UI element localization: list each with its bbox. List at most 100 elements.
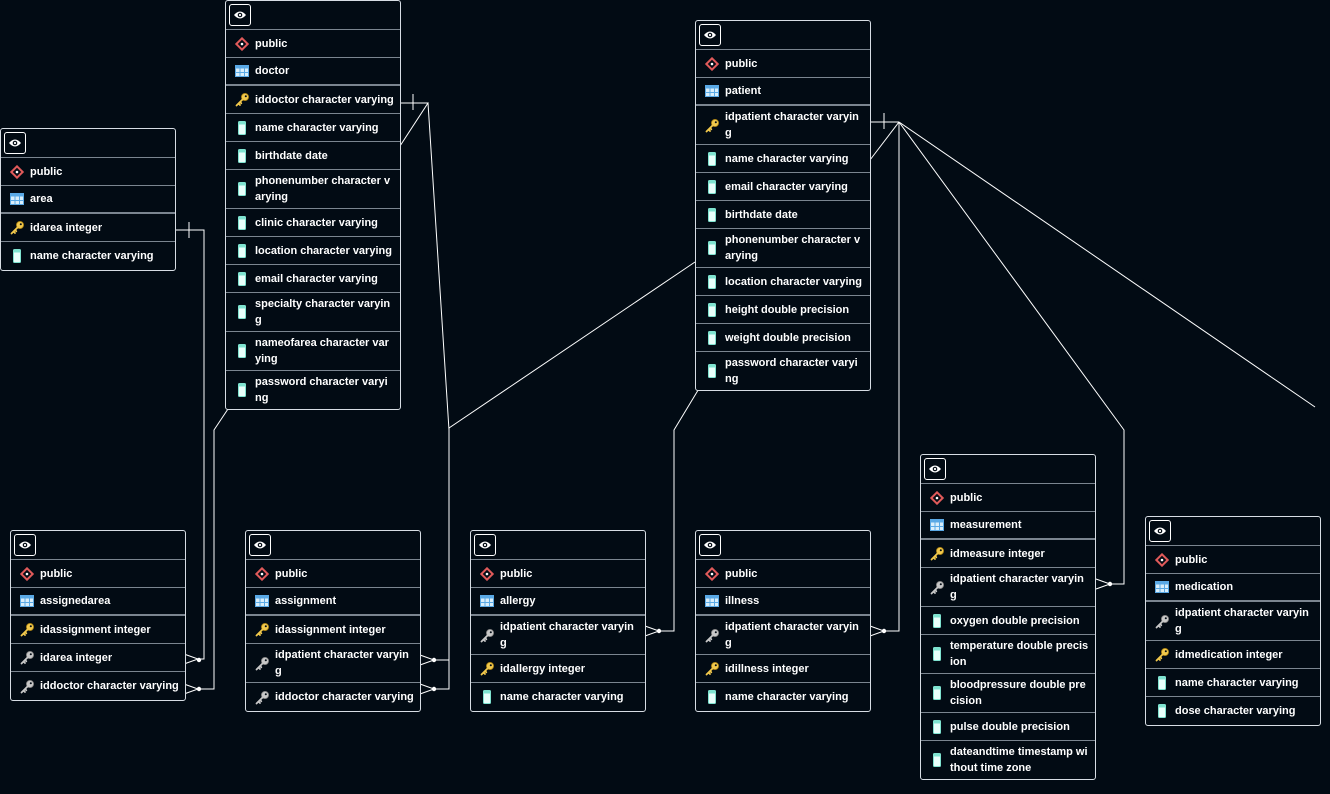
schema-name-row[interactable]: public	[246, 560, 420, 588]
column-row[interactable]: idarea integer	[1, 214, 175, 242]
column-row[interactable]: weight double precision	[696, 324, 870, 352]
eye-icon[interactable]	[249, 534, 271, 556]
column-row[interactable]: password character varying	[226, 371, 400, 409]
table-header	[11, 531, 185, 560]
table-name-row[interactable]: area	[1, 186, 175, 214]
schema-name-row-label: public	[725, 57, 758, 70]
schema-name-row[interactable]: public	[11, 560, 185, 588]
schema-name-row[interactable]: public	[471, 560, 645, 588]
column-row[interactable]: name character varying	[471, 683, 645, 711]
column-row[interactable]: name character varying	[696, 683, 870, 711]
column-row[interactable]: idpatient character varying	[471, 616, 645, 655]
column-row[interactable]: idallergy integer	[471, 655, 645, 683]
column-row[interactable]: pulse double precision	[921, 713, 1095, 741]
column-row[interactable]: email character varying	[226, 265, 400, 293]
column-row[interactable]: iddoctor character varying	[11, 672, 185, 700]
column-row[interactable]: idpatient character varying	[921, 568, 1095, 607]
column-row-label: location character varying	[255, 244, 392, 257]
schema-name-row[interactable]: public	[696, 50, 870, 78]
column-row[interactable]: phonenumber character varying	[226, 170, 400, 209]
column-row[interactable]: iddoctor character varying	[246, 683, 420, 711]
column-row[interactable]: idpatient character varying	[246, 644, 420, 683]
schema-name-row[interactable]: public	[226, 30, 400, 58]
eye-icon[interactable]	[699, 24, 721, 46]
schema-name-row[interactable]: public	[696, 560, 870, 588]
column-row[interactable]: name character varying	[696, 145, 870, 173]
column-row[interactable]: phonenumber character varying	[696, 229, 870, 268]
column-row-label: location character varying	[725, 275, 862, 288]
many-marker	[419, 654, 436, 666]
column-row[interactable]: specialty character varying	[226, 293, 400, 332]
column-row[interactable]: idmedication integer	[1146, 641, 1320, 669]
column-row-label: idassignment integer	[40, 623, 151, 636]
table-name-row-label: illness	[725, 595, 760, 607]
column-row[interactable]: dateandtime timestamp without time zone	[921, 741, 1095, 779]
schema-name-row[interactable]: public	[1, 158, 175, 186]
eye-icon[interactable]	[474, 534, 496, 556]
relation-patient-hub-b	[869, 121, 900, 161]
column-row[interactable]: email character varying	[696, 173, 870, 201]
table-name-row[interactable]: patient	[696, 78, 870, 106]
table-name-row[interactable]: measurement	[921, 512, 1095, 540]
schema-name-row[interactable]: public	[1146, 546, 1320, 574]
column-row[interactable]: idillness integer	[696, 655, 870, 683]
eye-icon[interactable]	[699, 534, 721, 556]
column-row[interactable]: height double precision	[696, 296, 870, 324]
primary-key-icon	[9, 220, 25, 236]
column-row[interactable]: birthdate date	[696, 201, 870, 229]
eye-icon[interactable]	[4, 132, 26, 154]
table-name-row[interactable]: allergy	[471, 588, 645, 616]
column-row[interactable]: name character varying	[1, 242, 175, 270]
table-icon	[19, 593, 35, 609]
column-row-label: nameofarea character varying	[255, 337, 389, 365]
table-patient[interactable]: public patient idpatient character varying…	[695, 20, 871, 391]
column-row[interactable]: oxygen double precision	[921, 607, 1095, 635]
primary-key-icon	[704, 661, 720, 677]
eye-icon[interactable]	[14, 534, 36, 556]
table-name-row[interactable]: doctor	[226, 58, 400, 86]
table-illness[interactable]: public illness idpatient character varying…	[695, 530, 871, 712]
column-row[interactable]: clinic character varying	[226, 209, 400, 237]
column-row[interactable]: name character varying	[1146, 669, 1320, 697]
column-row[interactable]: name character varying	[226, 114, 400, 142]
column-row[interactable]: iddoctor character varying	[226, 86, 400, 114]
schema-icon	[479, 566, 495, 582]
column-row[interactable]: nameofarea character varying	[226, 332, 400, 371]
column-icon	[234, 343, 250, 359]
column-row-label: pulse double precision	[950, 720, 1070, 733]
eye-icon[interactable]	[229, 4, 251, 26]
many-marker	[644, 625, 661, 637]
table-name-row[interactable]: illness	[696, 588, 870, 616]
column-row[interactable]: idpatient character varying	[696, 106, 870, 145]
column-row[interactable]: idmeasure integer	[921, 540, 1095, 568]
column-row[interactable]: location character varying	[226, 237, 400, 265]
column-row[interactable]: idassignment integer	[246, 616, 420, 644]
eye-icon[interactable]	[1149, 520, 1171, 542]
foreign-key-icon	[254, 689, 270, 705]
table-name-row[interactable]: assignedarea	[11, 588, 185, 616]
column-row-label: idillness integer	[725, 662, 809, 675]
column-row[interactable]: idarea integer	[11, 644, 185, 672]
column-row[interactable]: temperature double precision	[921, 635, 1095, 674]
column-row[interactable]: idpatient character varying	[1146, 602, 1320, 641]
schema-name-row[interactable]: public	[921, 484, 1095, 512]
column-row[interactable]: idassignment integer	[11, 616, 185, 644]
column-row[interactable]: dose character varying	[1146, 697, 1320, 725]
column-row[interactable]: idpatient character varying	[696, 616, 870, 655]
table-name-row[interactable]: medication	[1146, 574, 1320, 602]
column-row[interactable]: birthdate date	[226, 142, 400, 170]
eye-icon[interactable]	[924, 458, 946, 480]
table-name-row-label: patient	[725, 85, 762, 97]
table-name-row[interactable]: assignment	[246, 588, 420, 616]
column-row[interactable]: password character varying	[696, 352, 870, 390]
column-row[interactable]: bloodpressure double precision	[921, 674, 1095, 713]
relation-doctor-assignedarea-b	[198, 402, 233, 690]
column-row[interactable]: location character varying	[696, 268, 870, 296]
